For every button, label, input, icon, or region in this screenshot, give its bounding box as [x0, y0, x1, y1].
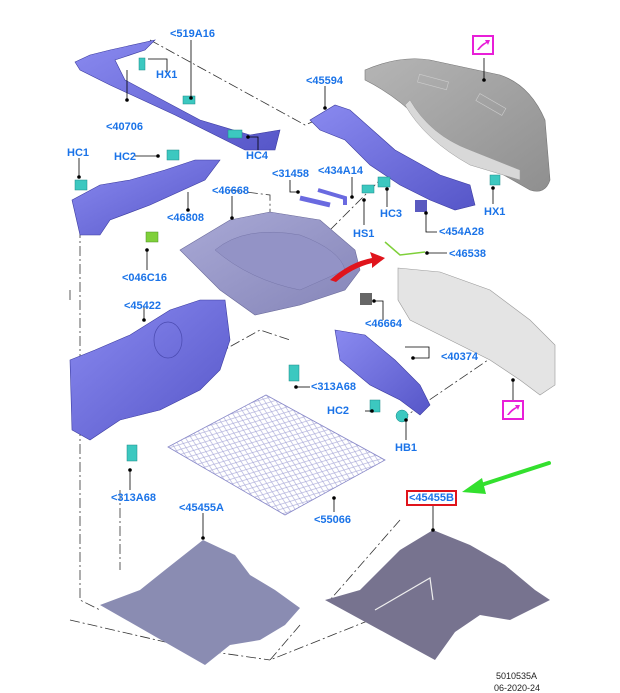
clip-046c16-icon: [145, 231, 159, 243]
arrow-up-right-icon: [507, 405, 520, 415]
label-454a28[interactable]: <454A28: [439, 226, 484, 238]
label-313a68-mid[interactable]: <313A68: [311, 381, 356, 393]
label-hc2-bottom[interactable]: HC2: [327, 405, 350, 417]
leader-lines: [78, 40, 514, 538]
deck-lid-part: [364, 58, 551, 192]
label-45422[interactable]: <45422: [124, 300, 162, 312]
fold-arrow: [330, 252, 385, 282]
floor-mat-45455A: [100, 540, 300, 665]
label-40374[interactable]: <40374: [441, 351, 479, 363]
label-40706[interactable]: <40706: [106, 121, 144, 133]
label-31458[interactable]: <31458: [272, 168, 310, 180]
rod-46538: [384, 241, 426, 256]
leader-dots: [77, 78, 515, 540]
bracket-31458: [299, 195, 331, 208]
label-hc2-top[interactable]: HC2: [114, 151, 137, 163]
label-hx1-top[interactable]: HX1: [156, 69, 178, 81]
trim-part-40706: [74, 39, 281, 151]
arrow-up-right-icon: [477, 40, 490, 50]
label-519a16[interactable]: <519A16: [170, 28, 215, 40]
load-floor-46668: [179, 211, 361, 316]
label-hs1[interactable]: HS1: [353, 228, 375, 240]
trim-part-45422: [69, 299, 231, 441]
label-45455b-highlighted[interactable]: <45455B: [406, 490, 457, 506]
label-hb1[interactable]: HB1: [395, 442, 418, 454]
label-45455a[interactable]: <45455A: [179, 502, 224, 514]
label-hx1-right[interactable]: HX1: [484, 206, 506, 218]
drawing-date: 06-2020-24: [494, 683, 541, 693]
label-046c16[interactable]: <046C16: [122, 272, 167, 284]
trim-part-46808: [71, 159, 221, 236]
pointer-arrow: [462, 461, 551, 494]
label-hc1[interactable]: HC1: [67, 147, 90, 159]
trim-part-40374: [334, 329, 431, 416]
label-434a14[interactable]: <434A14: [318, 165, 363, 177]
cargo-net-55066: [167, 394, 386, 516]
label-46668[interactable]: <46668: [212, 185, 250, 197]
label-46808[interactable]: <46808: [167, 212, 205, 224]
reference-box-top[interactable]: [472, 35, 494, 55]
rear-panel-part: [397, 267, 556, 396]
drawing-number: 5010535A: [496, 671, 538, 681]
label-46664[interactable]: <46664: [365, 318, 403, 330]
label-hc3[interactable]: HC3: [380, 208, 403, 220]
label-313a68-left[interactable]: <313A68: [111, 492, 156, 504]
floor-mat-45455B: [325, 530, 550, 660]
label-46538[interactable]: <46538: [449, 248, 487, 260]
reference-box-bottom[interactable]: [502, 400, 524, 420]
label-55066[interactable]: <55066: [314, 514, 352, 526]
bracket-46664: [360, 293, 372, 305]
label-hc4[interactable]: HC4: [246, 150, 269, 162]
bracket-434a14: [317, 188, 347, 205]
trim-part-45594: [309, 104, 476, 212]
label-45594[interactable]: <45594: [306, 75, 344, 87]
